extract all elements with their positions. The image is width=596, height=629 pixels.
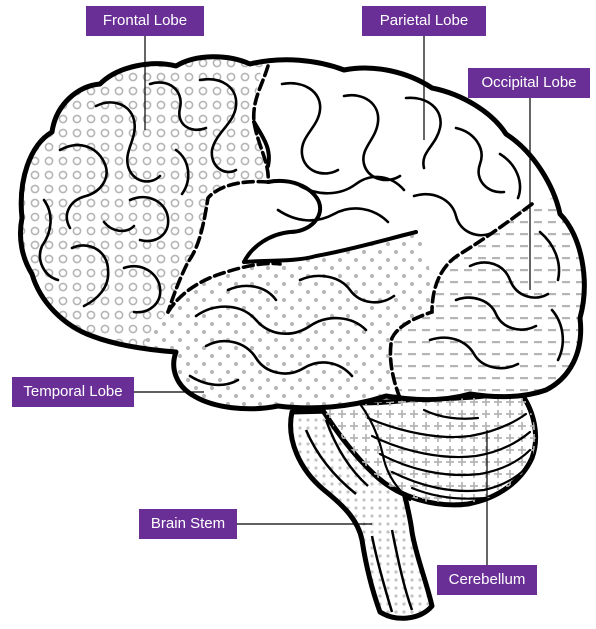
cerebellum-region — [313, 389, 539, 508]
occipital-lobe-region — [390, 180, 585, 400]
cerebellum-label: Cerebellum — [448, 571, 526, 588]
brain-stem-label-box — [139, 509, 237, 539]
parietal-label-box — [362, 6, 486, 36]
temporal-lobe-region — [140, 232, 432, 409]
frontal-label-box — [86, 6, 204, 36]
label-boxes — [12, 6, 590, 595]
cerebrum — [17, 54, 587, 412]
temporal-label-box — [12, 377, 134, 407]
brain-stem-label: Brain Stem — [150, 515, 226, 532]
occipital-lobe-label: Occipital Lobe — [481, 74, 577, 91]
frontal-lobe-label: Frontal Lobe — [102, 12, 188, 29]
occipital-label-box — [468, 68, 590, 98]
frontal-lobe-region — [20, 56, 269, 350]
cerebellum-label-box — [437, 565, 537, 595]
parietal-lobe-label: Parietal Lobe — [379, 12, 469, 29]
temporal-lobe-label: Temporal Lobe — [23, 383, 123, 400]
